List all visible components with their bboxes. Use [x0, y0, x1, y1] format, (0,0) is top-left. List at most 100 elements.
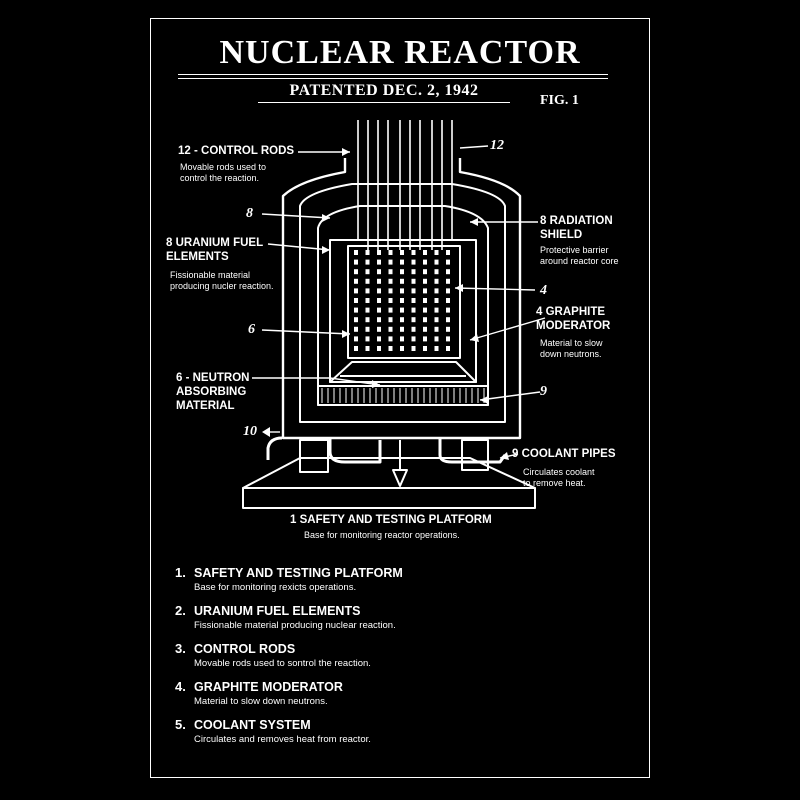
fuel-element-dot	[411, 346, 416, 351]
fuel-element-dot	[377, 278, 381, 284]
legend-description: Movable rods used to sontrol the reactio…	[194, 658, 371, 669]
fuel-element-dot	[388, 259, 393, 265]
fuel-element-dot	[388, 317, 393, 323]
fuel-element-dot	[400, 278, 404, 284]
support-left	[299, 439, 329, 473]
fuel-element-dot	[354, 326, 358, 332]
fuel-element-dot	[365, 326, 370, 332]
fuel-element-dot	[354, 269, 358, 275]
marker-9: 9	[540, 384, 547, 399]
fuel-element-dot	[411, 259, 416, 265]
fuel-element-dot	[365, 317, 370, 323]
fuel-element-dot	[377, 298, 381, 303]
fuel-element-dot	[377, 346, 381, 351]
fuel-element-dot	[434, 259, 439, 265]
fuel-element-dot	[446, 336, 450, 342]
fuel-element-dot	[411, 278, 416, 284]
leader-arrowheads	[262, 148, 509, 460]
legend-title: SAFETY AND TESTING PLATFORM	[194, 566, 403, 580]
outer-shell	[281, 158, 522, 440]
poster-title: NUCLEAR REACTOR	[219, 34, 581, 71]
fuel-element-dot	[400, 269, 404, 275]
fuel-element-dot	[400, 259, 404, 265]
fuel-element-dot	[446, 250, 450, 255]
callout-graphite-desc: Material to slow down neutrons.	[540, 338, 603, 359]
fuel-element-dot	[354, 278, 358, 284]
legend-number: 2.	[175, 603, 186, 618]
fuel-element-dot	[365, 278, 370, 284]
legend-description: Circulates and removes heat from reactor…	[194, 734, 371, 745]
fuel-element-dot	[434, 307, 439, 313]
fuel-element-dot	[388, 307, 393, 313]
callout-control-rods-label: 12 - CONTROL RODS	[178, 145, 295, 157]
support-right	[461, 439, 489, 471]
title-rule-upper	[178, 74, 608, 75]
fuel-element-dot	[400, 336, 404, 342]
fuel-element-dot	[434, 317, 439, 323]
marker-12: 12	[490, 138, 504, 153]
fuel-element-dot	[365, 269, 370, 275]
reactor-core	[347, 245, 461, 359]
marker-4: 4	[540, 283, 547, 298]
callout-control-rods-desc: Movable rods used to control the reactio…	[180, 162, 267, 183]
legend-title: COOLANT SYSTEM	[194, 718, 311, 732]
drain-valve	[392, 440, 408, 487]
fuel-element-dot	[411, 250, 416, 255]
fuel-element-dot	[423, 278, 427, 284]
fuel-element-dot	[446, 288, 450, 294]
fuel-element-dot	[388, 269, 393, 275]
coolant-pipe-right	[438, 438, 507, 464]
neutron-absorber	[329, 361, 477, 383]
fuel-element-dot	[446, 307, 450, 313]
fuel-element-dot	[365, 336, 370, 342]
fuel-element-dot	[365, 250, 370, 255]
fuel-element-dot	[446, 269, 450, 275]
fuel-element-dot	[354, 288, 358, 294]
marker-10: 10	[243, 424, 257, 439]
fuel-element-dot	[377, 307, 381, 313]
patent-underline	[258, 102, 510, 103]
legend-description: Material to slow down neutrons.	[194, 696, 328, 707]
fuel-element-dot	[423, 346, 427, 351]
fuel-element-dot	[446, 278, 450, 284]
fuel-element-dot	[354, 298, 358, 303]
legend-title: CONTROL RODS	[194, 642, 296, 656]
fuel-element-dot	[354, 307, 358, 313]
callout-coolant-desc: Circulates coolant to remove heat.	[523, 467, 595, 488]
fuel-element-dot	[434, 250, 439, 255]
fuel-element-dot	[411, 298, 416, 303]
fuel-element-dot	[434, 269, 439, 275]
coolant-pipe-left	[328, 438, 382, 464]
legend-title: URANIUM FUEL ELEMENTS	[194, 604, 361, 618]
fuel-element-dot	[423, 326, 427, 332]
fuel-element-dot	[377, 317, 381, 323]
control-rods	[357, 120, 453, 250]
title-rule-lower	[178, 78, 608, 79]
legend-number: 3.	[175, 641, 186, 656]
fuel-element-dot	[446, 259, 450, 265]
fuel-element-dot	[423, 288, 427, 294]
fuel-element-dot	[411, 317, 416, 323]
legend-item: 4.GRAPHITE MODERATOR Material to slow do…	[175, 679, 575, 717]
fuel-element-dot	[377, 259, 381, 265]
fuel-element-dot	[434, 278, 439, 284]
fuel-element-dot	[354, 336, 358, 342]
fuel-element-dot	[411, 326, 416, 332]
fuel-element-dot	[400, 346, 404, 351]
fuel-element-dot	[400, 288, 404, 294]
fuel-element-dot	[354, 259, 358, 265]
callout-uranium-label: 8 URANIUM FUEL ELEMENTS	[166, 237, 264, 263]
marker-6: 6	[248, 322, 255, 337]
legend-number: 4.	[175, 679, 186, 694]
fuel-element-dot	[388, 298, 393, 303]
callout-radiation-desc: Protective barrier around reactor core	[540, 245, 619, 266]
figure-label: FIG. 1	[540, 93, 579, 108]
callout-graphite-label: 4 GRAPHITE MODERATOR	[536, 306, 611, 332]
legend-item: 5.COOLANT SYSTEM Circulates and removes …	[175, 717, 575, 755]
fuel-element-dot	[377, 326, 381, 332]
fuel-element-dot	[411, 288, 416, 294]
callout-platform-desc: Base for monitoring reactor operations.	[304, 530, 460, 540]
fuel-element-dot	[434, 298, 439, 303]
fuel-element-dot	[434, 326, 439, 332]
fuel-element-dot	[434, 346, 439, 351]
